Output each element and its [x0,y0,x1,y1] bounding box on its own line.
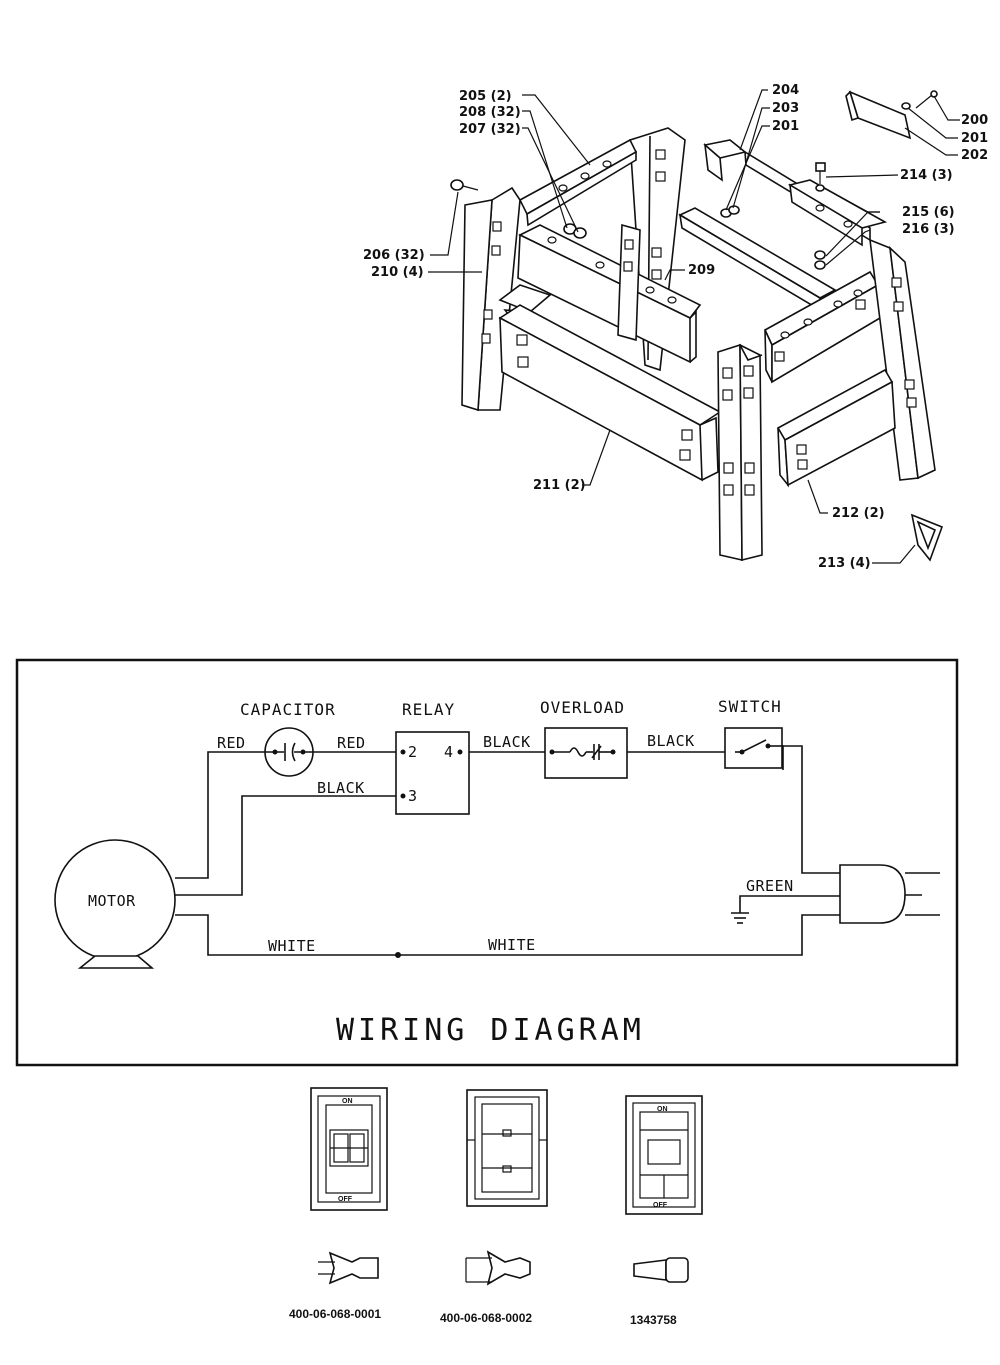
rail-212 [776,368,896,488]
switch-2-part-number: 400-06-068-0002 [440,1311,532,1325]
callout-215: 215 (6) [902,205,955,220]
rail-right-back [678,207,837,312]
wire-red-left: RED [217,734,246,752]
wire-black-relay4: BLACK [483,733,531,751]
leg-right [869,238,936,481]
rail-211 [498,304,722,482]
wire-labels: RED RED BLACK BLACK BLACK GREEN WHITE WH… [217,732,794,955]
motor-label: MOTOR [88,892,136,910]
callout-201: 201 [961,131,988,146]
switch-label: SWITCH [718,697,782,716]
overload: OVERLOAD [540,698,628,779]
relay-terminal-4: 4 [444,743,454,761]
callout-204: 204 [772,83,799,98]
callout-214: 214 (3) [900,168,953,183]
switch: SWITCH [718,697,783,769]
switch-variant-3: ON OFF 1343758 [625,1095,703,1327]
capacitor-label: CAPACITOR [240,700,336,719]
wire-white-right: WHITE [488,936,536,954]
switch-1-off: OFF [338,1196,353,1203]
relay: 2 3 4 RELAY [395,700,470,815]
capacitor: CAPACITOR [240,700,336,777]
callout-213: 213 (4) [818,556,871,571]
callout-201-upper: 201 [772,119,799,134]
leg-210 [461,186,521,412]
switch-1-on: ON [342,1098,353,1105]
callout-206: 206 (32) [363,248,425,263]
wire-black-relay3: BLACK [317,779,365,797]
switch-variants: ON OFF 400-06-068-0001 400-06-068-0002 [289,1087,703,1327]
motor: MOTOR [54,839,176,969]
hardware-parts [450,90,944,562]
switch-3-part-number: 1343758 [630,1313,677,1327]
switch-3-on: ON [657,1106,668,1113]
ground-icon [731,912,749,924]
callout-205: 205 (2) [459,89,512,104]
relay-terminal-3: 3 [408,787,418,805]
callout-216: 216 (3) [902,222,955,237]
wire-red-right: RED [337,734,366,752]
wiring-diagram: MOTOR [15,658,959,1067]
relay-label: RELAY [402,700,455,719]
callout-211: 211 (2) [533,478,586,493]
relay-terminal-2: 2 [408,743,418,761]
callout-labels: 205 (2) 208 (32) 207 (32) 206 (32) 210 (… [363,83,988,571]
wiring-diagram-title: WIRING DIAGRAM [336,1013,645,1048]
wire-green: GREEN [746,877,794,895]
leader-lines [428,89,960,564]
overload-label: OVERLOAD [540,698,625,717]
switch-3-off: OFF [653,1202,668,1209]
stand-assembly-drawing: 205 (2) 208 (32) 207 (32) 206 (32) 210 (… [363,83,988,571]
wire-white-left: WHITE [268,937,316,955]
callout-210: 210 (4) [371,265,424,280]
callout-208: 208 (32) [459,105,521,120]
leg-front-left-upper [617,223,641,342]
callout-212: 212 (2) [832,506,885,521]
rail-right-top [787,179,888,247]
plug-icon [839,864,940,924]
leg-front-right [717,343,763,562]
callout-203: 203 [772,101,799,116]
wiring-frame [15,658,959,1067]
callout-209: 209 [688,263,715,278]
rail-205-back [518,138,638,227]
switch-variant-2: 400-06-068-0002 [440,1089,548,1325]
wires [175,745,840,958]
wire-black-switch: BLACK [647,732,695,750]
callout-200: 200 [961,113,988,128]
callout-202: 202 [961,148,988,163]
callout-207: 207 (32) [459,122,521,137]
switch-1-part-number: 400-06-068-0001 [289,1307,381,1321]
switch-variant-1: ON OFF 400-06-068-0001 [289,1087,388,1321]
